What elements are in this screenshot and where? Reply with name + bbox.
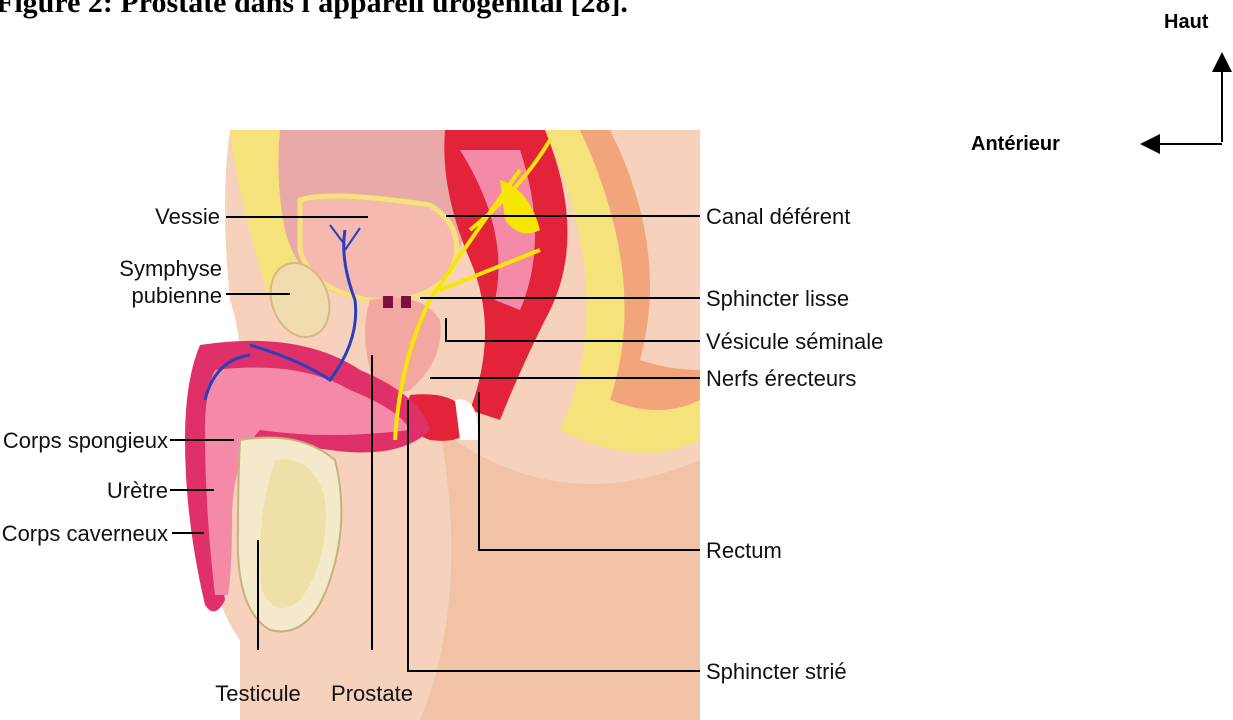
label-nerfs-erecteurs: Nerfs érecteurs (706, 366, 856, 391)
label-testicule: Testicule (215, 681, 301, 706)
label-canal-deferent: Canal déférent (706, 204, 850, 229)
label-sphincter-lisse: Sphincter lisse (706, 286, 849, 311)
label-sphincter-strie: Sphincter strié (706, 659, 847, 684)
label-corps-caverneux: Corps caverneux (2, 521, 168, 546)
label-uretre: Urètre (107, 478, 168, 503)
label-rectum: Rectum (706, 538, 782, 563)
label-symphyse-line2: pubienne (131, 283, 222, 308)
label-symphyse-line1: Symphyse (119, 256, 222, 281)
pelvis-illustration (185, 130, 700, 720)
label-vesicule-seminale: Vésicule séminale (706, 329, 883, 354)
label-vessie: Vessie (155, 204, 220, 229)
label-prostate: Prostate (331, 681, 413, 706)
orientation-arrows (1150, 62, 1222, 144)
label-corps-spongieux: Corps spongieux (3, 428, 168, 453)
